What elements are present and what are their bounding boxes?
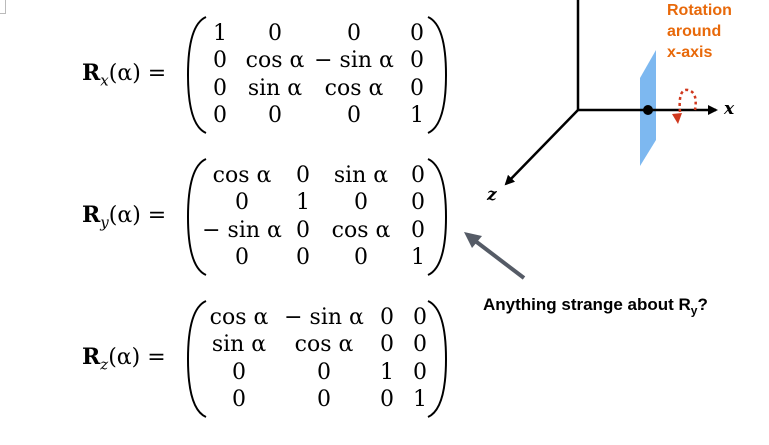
matrix-cell: 0	[347, 103, 361, 129]
matrix-cell: 0	[317, 359, 331, 385]
rotation-label-line: Rotation	[667, 2, 732, 19]
matrix-cell: 1	[411, 245, 425, 271]
z-axis-line	[504, 109, 579, 186]
matrix-cell: 0	[411, 190, 425, 216]
axes-diagram	[504, 0, 718, 186]
matrix-rz: cos α − sin α 0 0 sin α cos α 0 0 0 0 1 …	[200, 304, 436, 414]
matrix-cell: sin α	[211, 332, 267, 358]
matrix-cell: 1	[413, 387, 427, 413]
matrix-cell: 0	[410, 48, 424, 74]
corner-mark	[0, 0, 6, 14]
matrix-cell: 0	[296, 245, 310, 271]
matrix-cell: 0	[235, 245, 249, 271]
matrix-cell: 0	[410, 75, 424, 101]
matrix-cell: cos α	[331, 217, 391, 243]
matrix-cell: 0	[354, 245, 368, 271]
matrix-cell: 0	[268, 20, 282, 46]
rotation-arrowhead-icon	[672, 113, 682, 124]
matrix-cell: cos α	[294, 332, 354, 358]
matrix-cell: 0	[213, 75, 227, 101]
matrix-cell: 0	[317, 387, 331, 413]
matrix-cell: − sin α	[314, 48, 394, 74]
matrix-cell: 0	[410, 20, 424, 46]
equation-rz-lhs: Rz(α) =	[82, 344, 166, 374]
matrix-cell: − sin α	[284, 304, 364, 330]
matrix-cell: cos α	[212, 162, 272, 188]
matrix-cell: 0	[380, 332, 394, 358]
matrix-cell: − sin α	[202, 217, 282, 243]
matrix-rx: 1 0 0 0 0 cos α − sin α 0 0 sin α cos α …	[200, 20, 436, 130]
matrix-cell: cos α	[324, 75, 384, 101]
matrix-cell: 1	[213, 20, 227, 46]
right-paren-rz	[427, 300, 448, 418]
matrix-cell: 0	[380, 304, 394, 330]
matrix-cell: 0	[296, 162, 310, 188]
rotation-label-line: around	[667, 23, 722, 40]
rotation-label-line: x-axis	[667, 44, 713, 61]
matrix-cell: 0	[411, 217, 425, 243]
right-paren-ry	[427, 158, 448, 276]
matrix-cell: 0	[380, 387, 394, 413]
matrix-cell: 0	[232, 387, 246, 413]
left-paren-rx	[186, 16, 207, 134]
matrix-cell: 1	[410, 103, 424, 129]
matrix-cell: 0	[268, 103, 282, 129]
rotation-arrow-icon	[678, 88, 697, 113]
matrix-cell: 0	[232, 359, 246, 385]
matrix-cell: cos α	[209, 304, 269, 330]
matrix-cell: 0	[235, 190, 249, 216]
matrix-cell: 0	[413, 332, 427, 358]
rotation-label: Rotation around x-axis	[667, 0, 732, 63]
matrix-cell: sin α	[247, 75, 303, 101]
matrix-cell: 0	[411, 162, 425, 188]
matrix-cell: 0	[296, 217, 310, 243]
equation-ry-lhs: Ry(α) =	[82, 202, 167, 232]
matrix-cell: 0	[213, 48, 227, 74]
left-paren-rz	[186, 300, 207, 418]
matrix-cell: 1	[380, 359, 394, 385]
matrix-cell: sin α	[333, 162, 389, 188]
x-axis-label: x	[724, 99, 735, 119]
axis-pivot-dot	[643, 105, 653, 115]
left-paren-ry	[186, 158, 207, 276]
matrix-cell: 1	[296, 190, 310, 216]
matrix-cell: 0	[413, 359, 427, 385]
equation-rx-lhs: Rx(α) =	[82, 60, 167, 90]
z-axis-label: z	[487, 185, 497, 205]
pointer-arrow	[464, 232, 526, 280]
matrix-ry: cos α 0 sin α 0 0 1 0 0 − sin α 0 cos α …	[200, 162, 436, 272]
question-text: Anything strange about Ry?	[483, 295, 708, 318]
matrix-cell: 0	[347, 20, 361, 46]
matrix-cell: cos α	[245, 48, 305, 74]
matrix-cell: 0	[354, 190, 368, 216]
matrix-cell: 0	[213, 103, 227, 129]
matrix-cell: 0	[413, 304, 427, 330]
right-paren-rx	[427, 16, 448, 134]
